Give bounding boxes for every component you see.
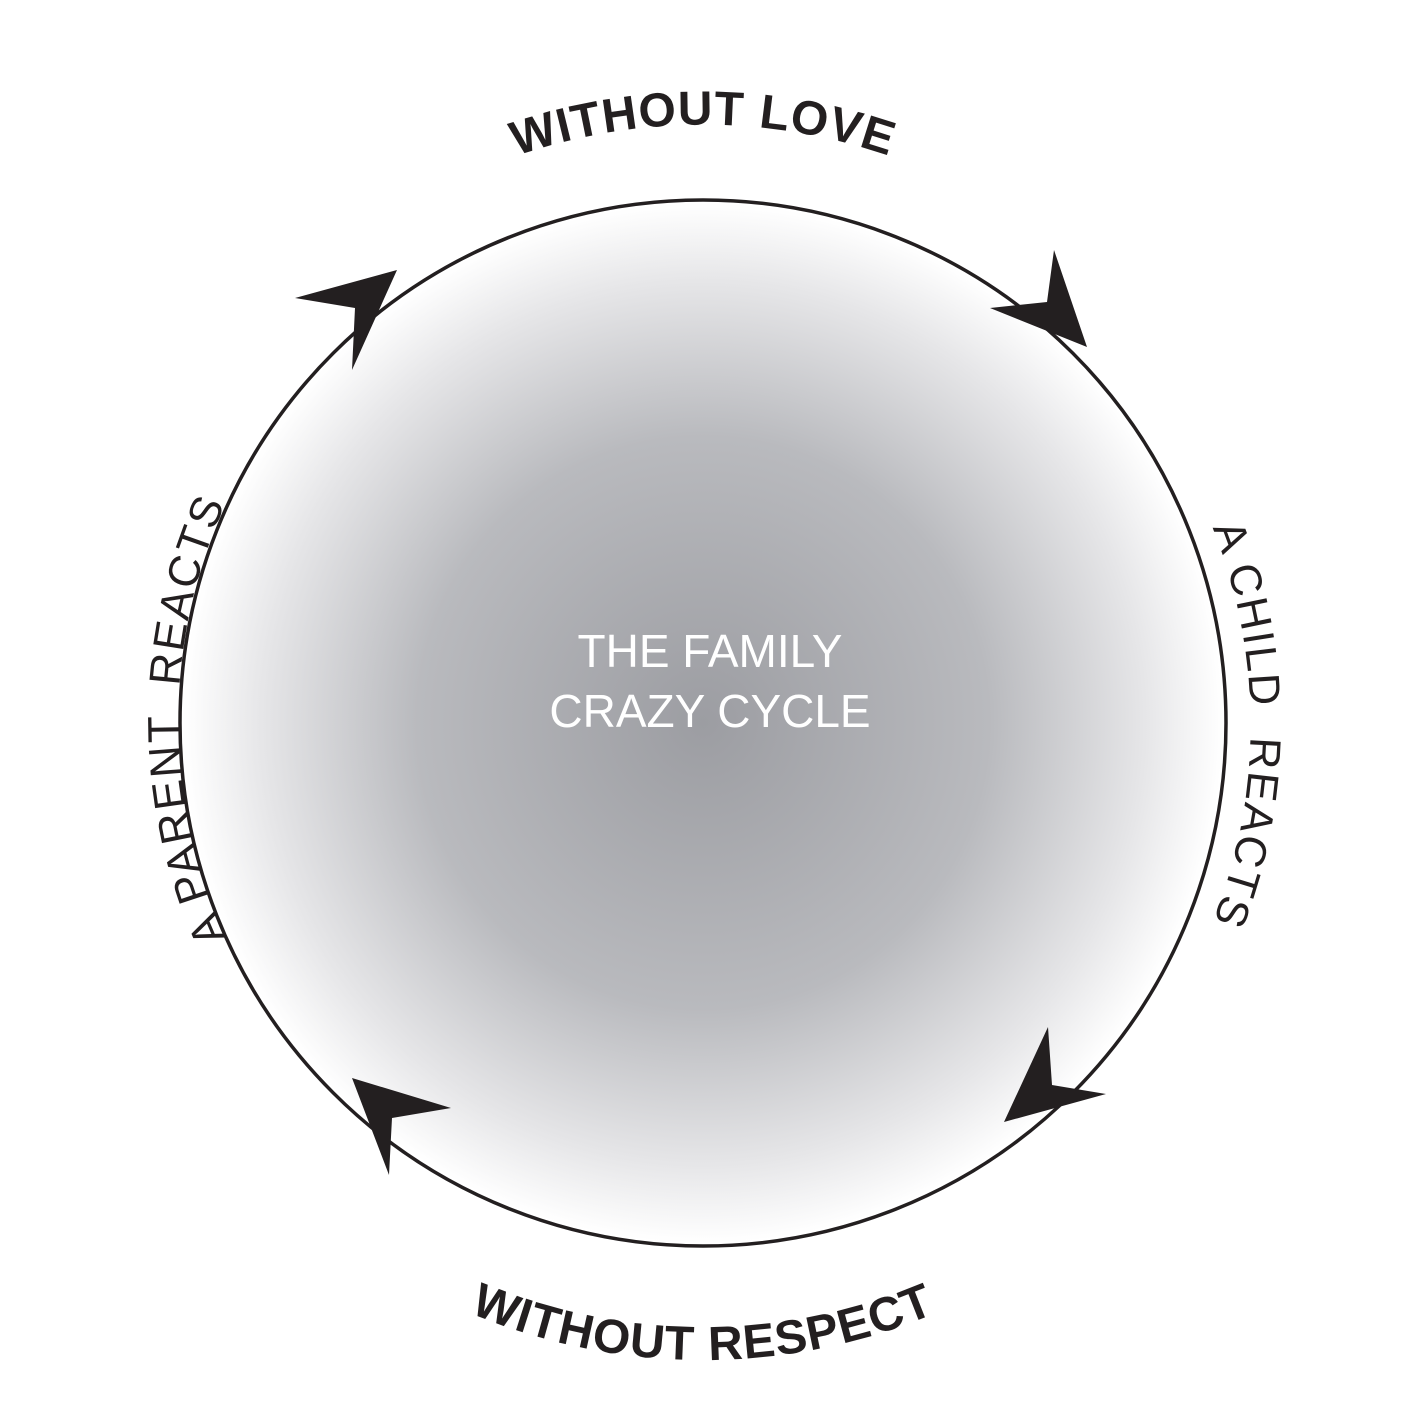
- center-title-line1: THE FAMILY: [578, 625, 843, 677]
- cycle-shading: [183, 203, 1223, 1243]
- clockwise-arrow-icon: [1004, 1027, 1106, 1122]
- cycle-ring: [178, 198, 1228, 1248]
- clockwise-arrow-icon: [990, 250, 1087, 347]
- clockwise-arrow-icon: [295, 270, 397, 370]
- center-title-line2: CRAZY CYCLE: [549, 685, 870, 737]
- label-bottom: WITHOUT RESPECT: [466, 1274, 941, 1371]
- clockwise-arrow-icon: [352, 1078, 451, 1175]
- label-top: WITHOUT LOVE: [504, 82, 902, 166]
